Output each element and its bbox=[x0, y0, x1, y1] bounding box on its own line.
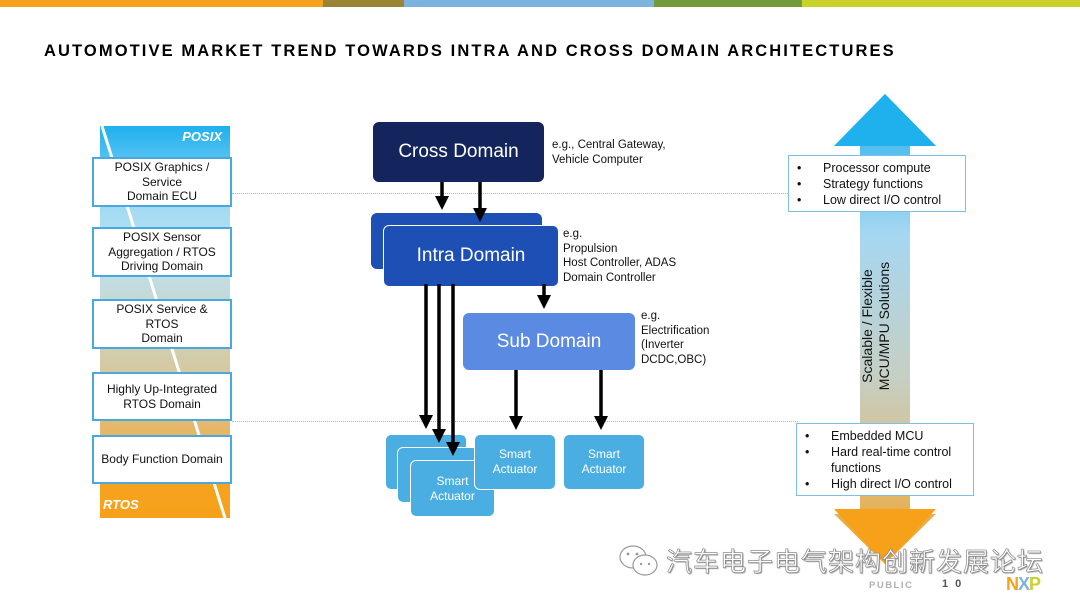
color-segment-lime bbox=[802, 0, 1080, 7]
cross-domain-note: e.g., Central Gateway, Vehicle Computer bbox=[552, 139, 666, 166]
domain-box-posix-sensor: POSIX Sensor Aggregation / RTOS Driving … bbox=[92, 227, 232, 277]
cross-domain-box: Cross Domain bbox=[373, 122, 544, 182]
domain-box-posix-service: POSIX Service & RTOS Domain bbox=[92, 299, 232, 349]
scalable-solutions-label: Scalable / Flexible MCU/MPU Solutions bbox=[859, 261, 892, 391]
domain-box-posix-graphics: POSIX Graphics / Service Domain ECU bbox=[92, 157, 232, 207]
trait-item: •Processor compute bbox=[797, 161, 931, 175]
mcu-traits-box: •Embedded MCU •Hard real-time control fu… bbox=[796, 423, 974, 496]
wechat-icon bbox=[619, 544, 658, 576]
smart-actuator-3: Smart Actuator bbox=[563, 434, 645, 490]
trait-item: •High direct I/O control bbox=[805, 477, 952, 491]
color-segment-blue bbox=[404, 0, 654, 7]
slide-title: AUTOMOTIVE MARKET TREND TOWARDS INTRA AN… bbox=[44, 42, 896, 60]
wechat-watermark: 汽车电子电气架构创新发展论坛 bbox=[618, 542, 1044, 579]
smart-actuator-2: Smart Actuator bbox=[474, 434, 556, 490]
trait-item: •Low direct I/O control bbox=[797, 193, 942, 207]
scalability-double-arrow bbox=[834, 94, 936, 564]
sub-domain-box: Sub Domain bbox=[463, 313, 635, 370]
watermark-text: 汽车电子电气架构创新发展论坛 bbox=[666, 548, 1045, 579]
domain-box-body-function: Body Function Domain bbox=[92, 435, 232, 484]
divider-lower bbox=[232, 421, 798, 422]
arrow-down-head bbox=[834, 509, 936, 564]
intra-domain-note: e.g. Propulsion Host Controller, ADAS Do… bbox=[563, 228, 677, 284]
color-segment-green bbox=[654, 0, 802, 7]
rtos-label: RTOS bbox=[103, 497, 139, 512]
domain-box-up-integrated: Highly Up-Integrated RTOS Domain bbox=[92, 372, 232, 421]
color-segment-olive bbox=[323, 0, 404, 7]
trait-item: •Embedded MCU bbox=[805, 429, 924, 443]
top-color-bar bbox=[0, 0, 1080, 7]
processor-traits-box: •Processor compute •Strategy functions •… bbox=[788, 155, 966, 212]
intra-domain-box: Intra Domain bbox=[383, 225, 559, 287]
posix-label: POSIX bbox=[182, 129, 222, 144]
classification-label: PUBLIC bbox=[869, 580, 914, 591]
sub-domain-note: e.g. Electrification (Inverter DCDC,OBC) bbox=[641, 310, 710, 366]
page-number: 1 0 bbox=[942, 578, 964, 590]
arrow-up-head bbox=[834, 94, 936, 146]
color-segment-orange bbox=[0, 0, 323, 7]
trait-item: •Strategy functions bbox=[797, 177, 924, 191]
trait-item: •Hard real-time control functions bbox=[805, 445, 952, 475]
nxp-logo: NXP bbox=[1006, 574, 1041, 594]
divider-upper bbox=[232, 193, 792, 194]
